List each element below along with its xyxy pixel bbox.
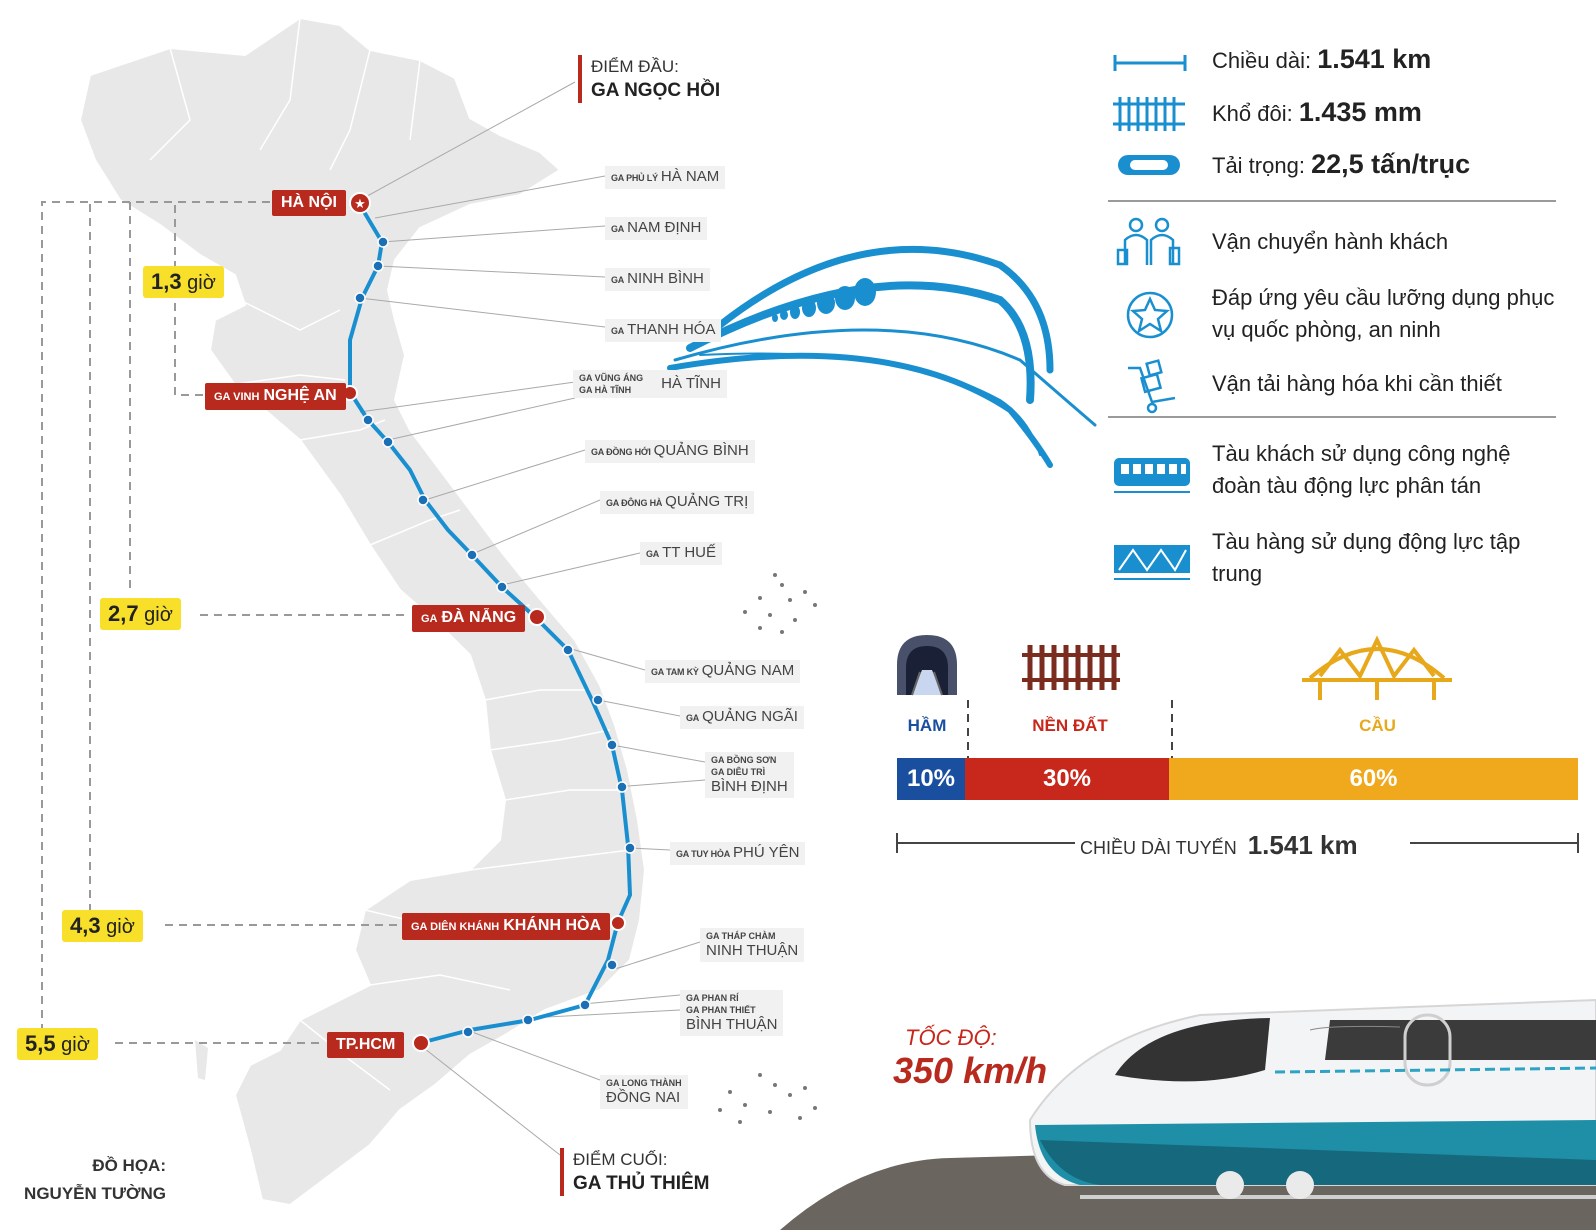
segment-dividers: [967, 700, 1173, 758]
rail-length-icon: [1113, 55, 1187, 71]
major-station-tphcm: TP.HCM: [327, 1032, 405, 1058]
leader-lines: [359, 81, 706, 1156]
train-logo-windows: [772, 278, 876, 322]
station-prefix: GA: [421, 613, 438, 625]
station-prefix: GA DIÊN KHÁNH: [411, 921, 500, 933]
svg-text:★: ★: [354, 197, 366, 212]
station-prefix: GA VINH: [214, 391, 260, 403]
speed-label: TỐC ĐỘ:: [905, 1025, 997, 1050]
travel-time-badge: 1,3 giờ: [143, 266, 224, 298]
vietnam-landmass: [78, 16, 647, 1207]
station-name: KHÁNH HÒA: [503, 917, 601, 934]
graphic-credit: ĐỒ HỌA: NGUYỄN TƯỜNG: [24, 1156, 166, 1203]
feature-passenger: Vận chuyển hành khách: [1212, 229, 1449, 254]
spec-axle-load: Tải trọng: 22,5 tấn/trục: [1212, 149, 1471, 179]
track-gauge-icon: [1113, 97, 1185, 131]
segment-label-tunnel: HẦM: [907, 716, 947, 735]
total-length-line: [896, 833, 1579, 853]
bar-segment-bridge: 60%: [1169, 758, 1578, 800]
divider: [1108, 416, 1556, 418]
total-length-caption: CHIỀU DÀI TUYẾN 1.541 km: [1080, 830, 1358, 860]
major-station-markers: ★: [342, 192, 626, 1052]
cargo-trolley-icon: [1128, 359, 1176, 414]
bar-segment-embankment: 30%: [965, 758, 1169, 800]
divider: [1108, 200, 1556, 202]
station-label: GA THÁP CHÀM NINH THUẬN: [700, 928, 805, 962]
spec-gauge: Khổ đôi: 1.435 mm: [1212, 97, 1422, 127]
start-point-station: GA NGỌC HỒI: [591, 80, 721, 101]
rail-route: [348, 203, 632, 1045]
bullet-train-graphic: [780, 998, 1596, 1230]
feature-dual-use: Đáp ứng yêu cầu lưỡng dụng phục vụ quốc …: [1212, 285, 1555, 342]
end-point-label: ĐIỂM CUỐI:: [573, 1150, 668, 1169]
feature-freight: Vận tải hàng hóa khi cần thiết: [1212, 371, 1502, 396]
station-name: ĐÀ NẴNG: [441, 609, 517, 626]
passenger-car-icon: [1114, 458, 1190, 493]
segment-label-embankment: NỀN ĐẤT: [1032, 716, 1108, 735]
bridge-icon: [1302, 635, 1452, 700]
tunnel-icon: [897, 635, 957, 696]
station-name: NGHỆ AN: [263, 387, 337, 404]
passengers-icon: [1116, 217, 1181, 266]
start-point: ĐIỂM ĐẦU: GA NGỌC HỒI: [578, 55, 720, 103]
segment-label-bridge: CẦU: [1359, 716, 1396, 735]
star-shield-icon: [1126, 291, 1174, 339]
freight-car-icon: [1114, 545, 1190, 580]
end-point: ĐIỂM CUỐI: GA THỦ THIÊM: [560, 1148, 710, 1196]
start-point-label: ĐIỂM ĐẦU:: [591, 57, 679, 76]
end-point-station: GA THỦ THIÊM: [573, 1173, 710, 1194]
station-name: HÀ NỘI: [281, 194, 337, 211]
station-label: GA LONG THÀNH ĐỒNG NAI: [600, 1075, 688, 1109]
archipelago-dots: [718, 573, 817, 1124]
train-type-freight: Tàu hàng sử dụng động lực tập trung: [1212, 529, 1521, 586]
station-name: TP.HCM: [336, 1036, 396, 1053]
bar-segment-tunnel: 10%: [897, 758, 965, 800]
train-logo-graphic: [667, 245, 1097, 468]
station-dots: [354, 236, 636, 1038]
travel-time-badge: 2,7 giờ: [100, 598, 181, 630]
spec-length: Chiều dài: 1.541 km: [1212, 44, 1432, 74]
speed-value: 350 km/h: [893, 1050, 1048, 1091]
major-station-ha-noi: HÀ NỘI: [272, 190, 346, 216]
train-type-passenger: Tàu khách sử dụng công nghệ đoàn tàu độn…: [1212, 441, 1511, 498]
travel-time-badge: 4,3 giờ: [62, 910, 143, 942]
travel-time-badge: 5,5 giờ: [17, 1028, 98, 1060]
time-connectors: [41, 201, 410, 1044]
embankment-track-icon: [1022, 645, 1120, 690]
axle-load-icon: [1118, 155, 1180, 175]
